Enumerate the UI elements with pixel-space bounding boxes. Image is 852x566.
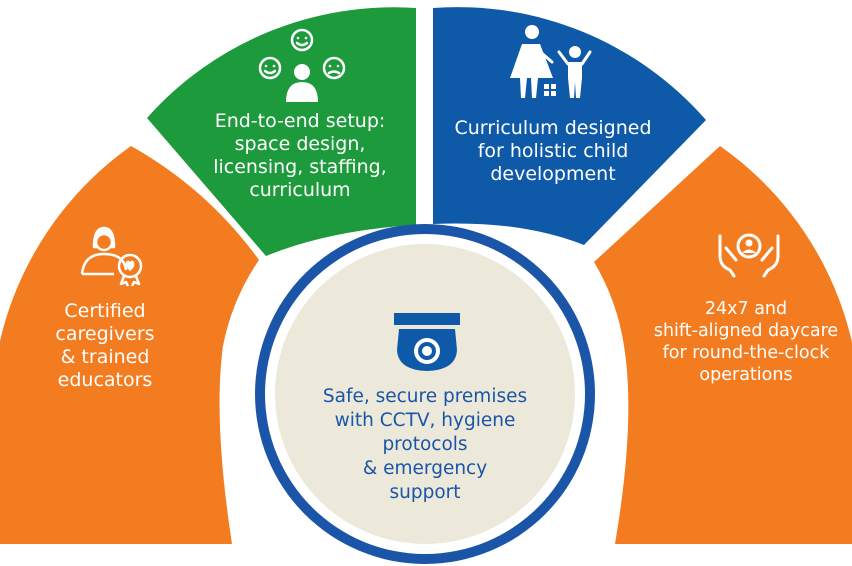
label-top-right: Curriculum designed for holistic child d…	[446, 117, 660, 186]
cctv-camera-icon	[394, 313, 460, 371]
label-top-left-line-3: licensing, staffing,	[213, 156, 387, 178]
label-top-left-line-4: curriculum	[249, 179, 351, 201]
label-left-line-3: & trained	[60, 346, 150, 368]
label-right-line-2: shift-aligned daycare	[653, 321, 839, 341]
label-left-line-1: Certified	[64, 300, 146, 322]
label-top-left-line-2: space design,	[234, 133, 366, 155]
label-left-line-4: educators	[57, 369, 153, 391]
team-feedback-icon	[258, 28, 346, 102]
label-right: 24x7 and shift-aligned daycare for round…	[646, 298, 846, 386]
label-center-line-3: protocols	[382, 434, 468, 455]
label-left: Certified caregivers & trained educators	[40, 300, 170, 392]
segment-top-left	[147, 7, 416, 257]
segment-top-right	[433, 7, 706, 245]
segment-left	[0, 146, 259, 544]
label-center: Safe, secure premises with CCTV, hygiene…	[305, 385, 545, 505]
label-top-right-line-3: development	[490, 163, 616, 185]
label-center-line-5: support	[389, 482, 461, 503]
hands-care-icon	[718, 233, 780, 278]
label-right-line-3: for round-the-clock	[662, 343, 830, 363]
label-top-left-line-1: End-to-end setup:	[214, 110, 386, 132]
label-center-line-4: & emergency	[362, 458, 488, 479]
center-disc	[275, 244, 575, 544]
label-left-line-2: caregivers	[55, 323, 155, 345]
parent-child-icon	[510, 25, 592, 98]
label-right-line-4: operations	[699, 365, 793, 385]
label-top-right-line-1: Curriculum designed	[454, 117, 652, 139]
label-center-line-2: with CCTV, hygiene	[334, 410, 516, 431]
label-top-left: End-to-end setup: space design, licensin…	[200, 110, 400, 202]
label-center-line-1: Safe, secure premises	[322, 386, 528, 407]
caregiver-badge-icon	[80, 226, 143, 287]
label-top-right-line-2: for holistic child	[477, 140, 629, 162]
segment-right	[594, 146, 852, 544]
label-right-line-1: 24x7 and	[704, 299, 788, 319]
